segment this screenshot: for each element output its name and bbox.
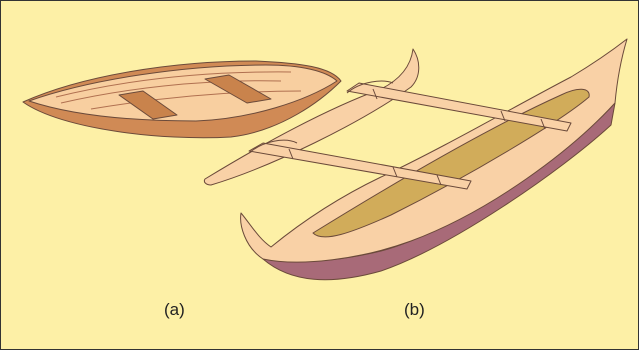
rowboat-illustration xyxy=(23,61,341,138)
caption-a: (a) xyxy=(164,301,185,318)
caption-b: (b) xyxy=(404,301,425,318)
